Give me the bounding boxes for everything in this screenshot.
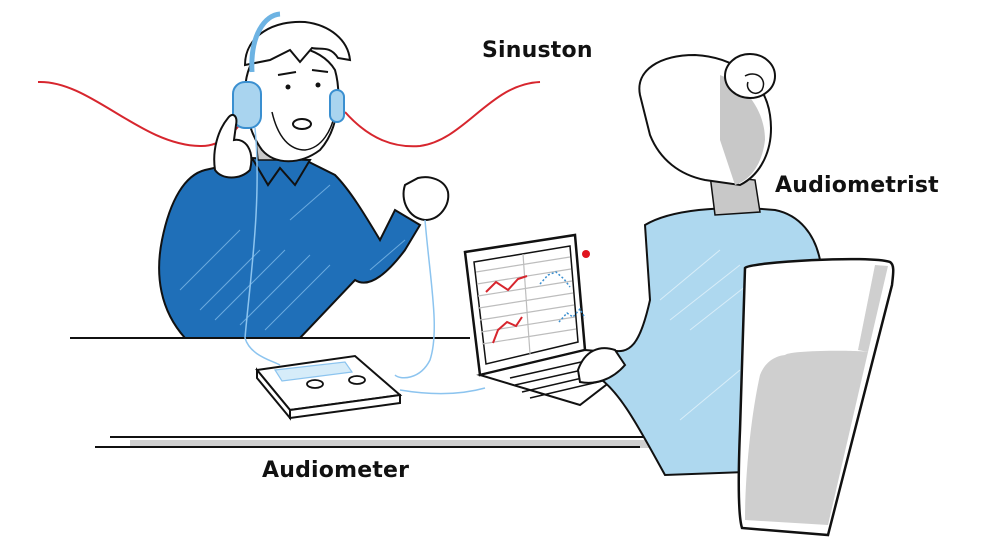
chart-blue-bottom xyxy=(558,307,586,323)
status-dot xyxy=(582,250,590,258)
audiometer-label: Audiometer xyxy=(262,458,410,483)
audiometer-device xyxy=(255,354,403,421)
sine-wave-right xyxy=(344,81,541,148)
sine-tone-label: Sinuston xyxy=(482,38,593,63)
headphones xyxy=(249,11,281,73)
patient-figure xyxy=(158,11,486,395)
chart-blue-top xyxy=(539,271,571,288)
audiometrist-label: Audiometrist xyxy=(775,173,939,198)
chart-red-top xyxy=(485,275,528,293)
laptop xyxy=(463,233,648,407)
chart-red-bottom xyxy=(492,316,523,344)
office-chair xyxy=(737,257,895,537)
